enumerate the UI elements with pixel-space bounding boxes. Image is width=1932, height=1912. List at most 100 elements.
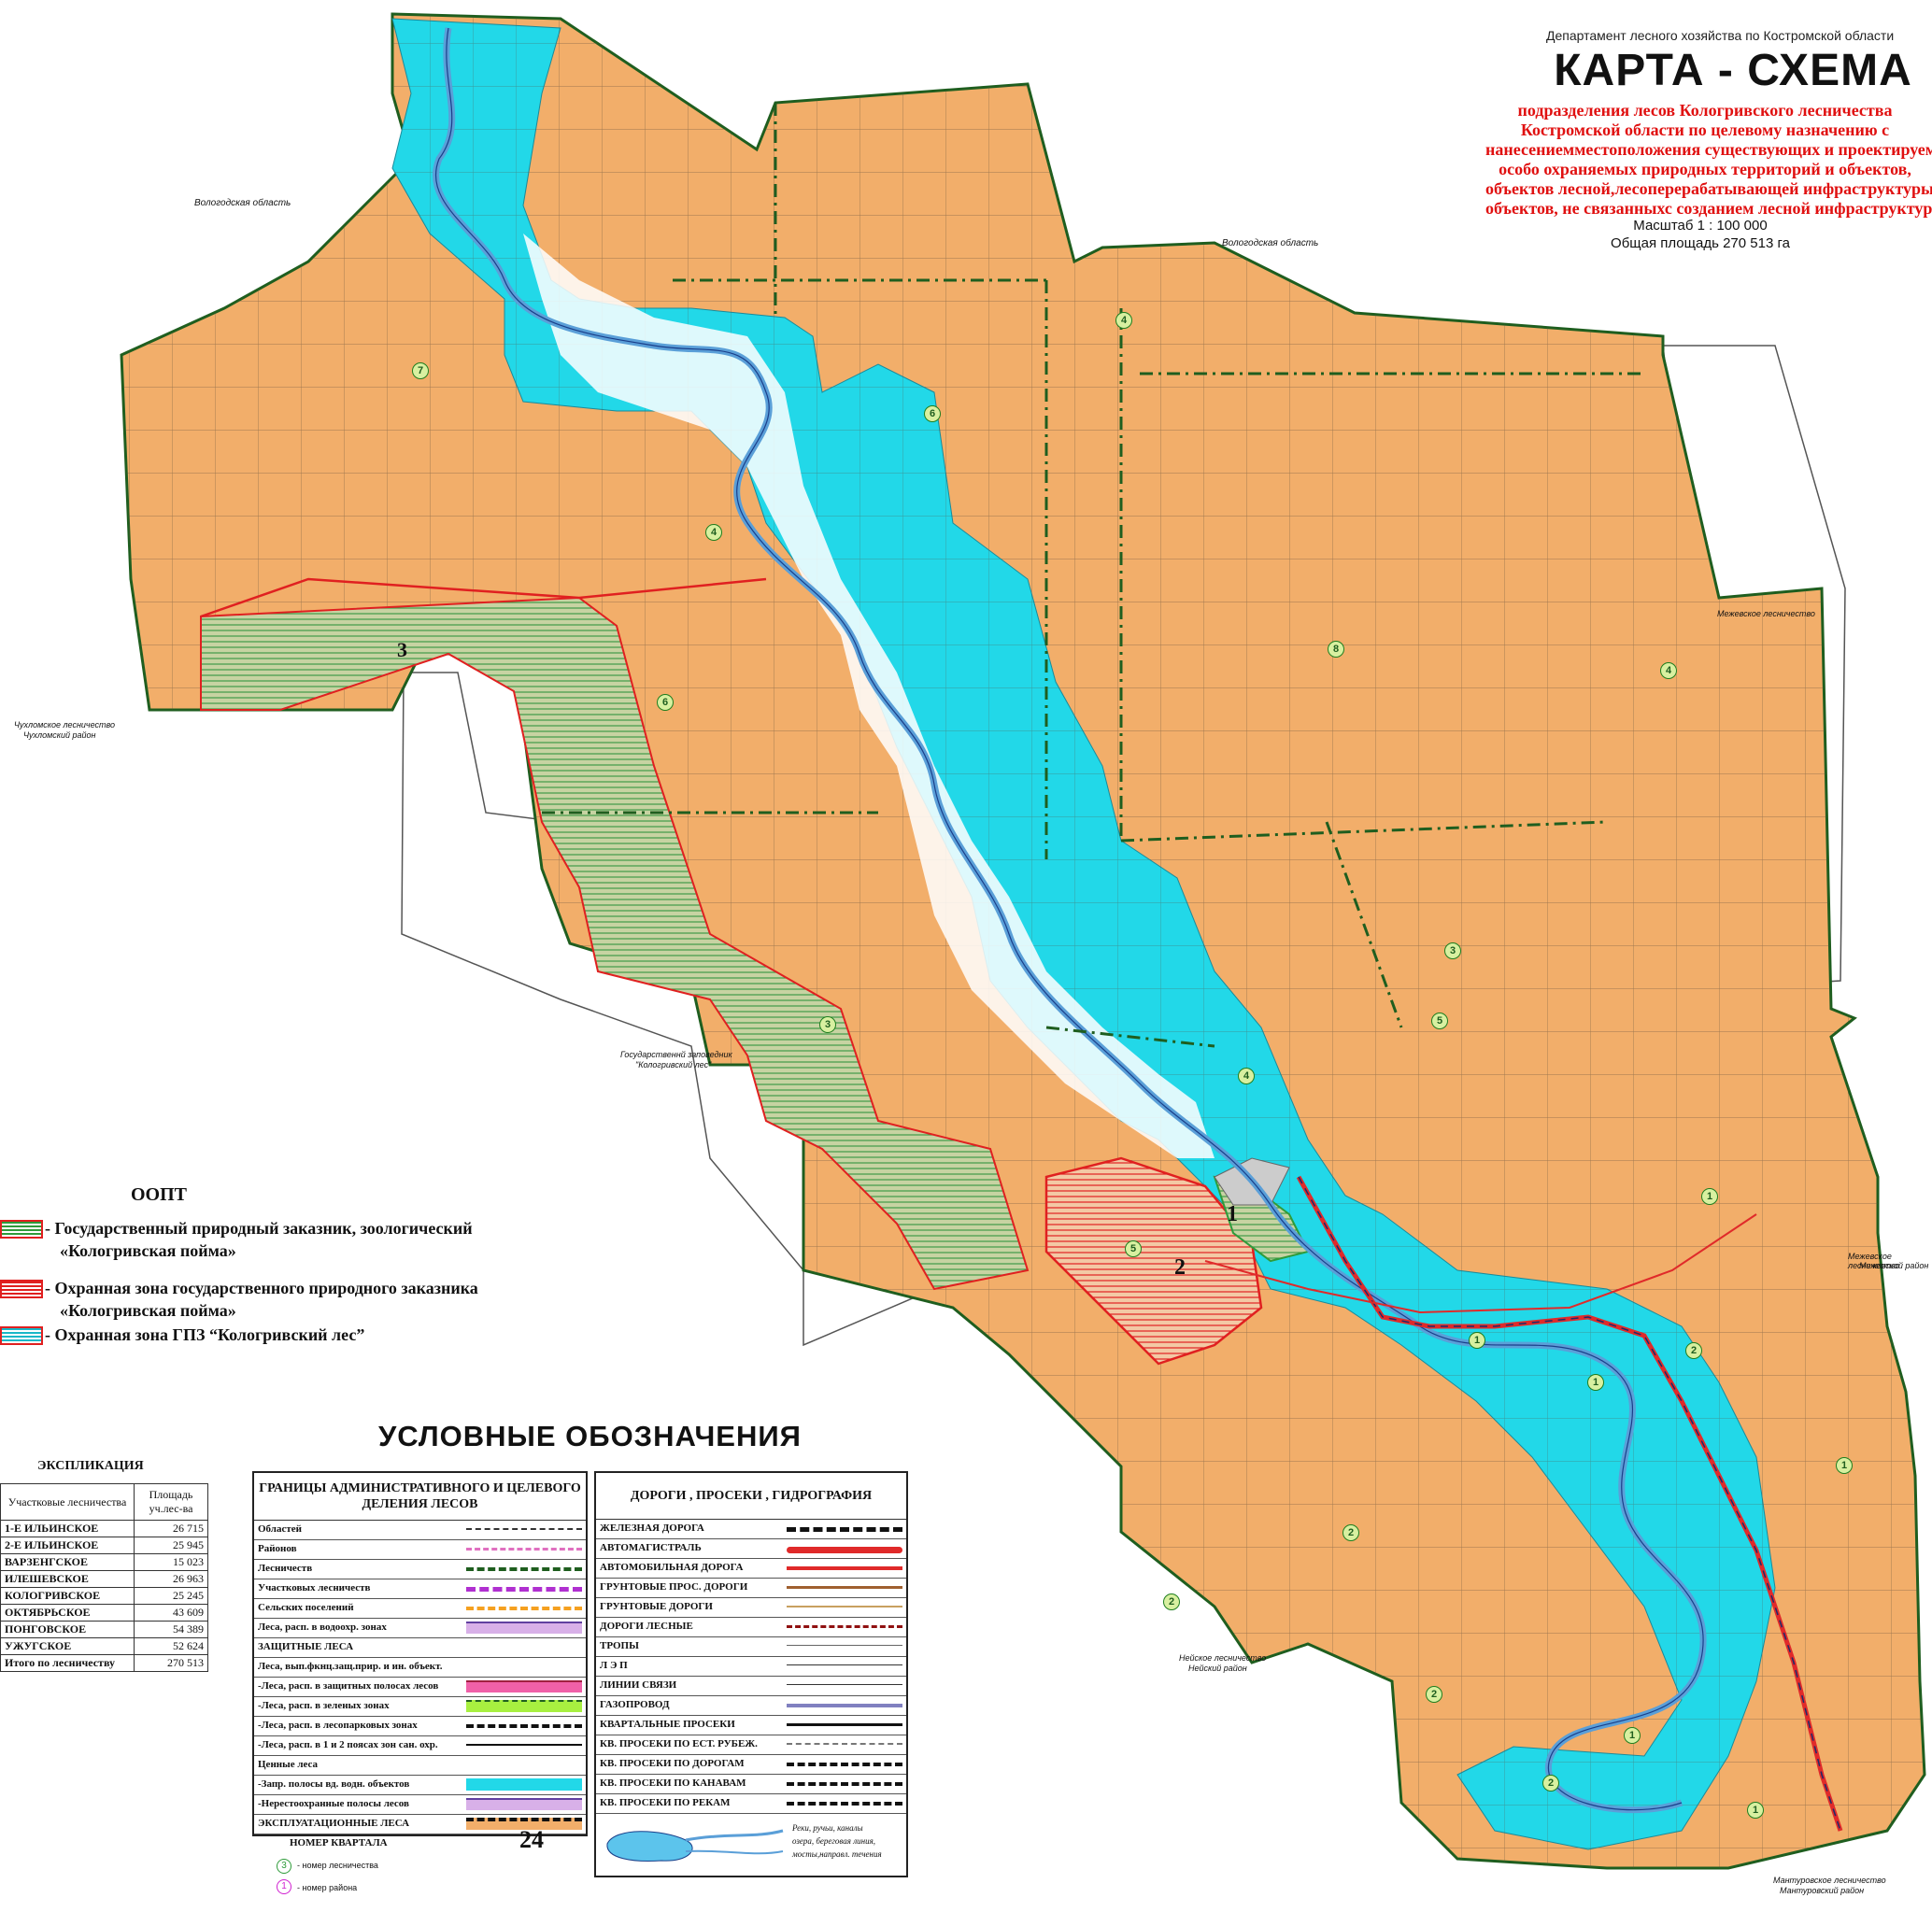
legend-line-sample xyxy=(787,1621,902,1633)
hydro-text-1: Реки, ручьи, каналы xyxy=(792,1823,863,1833)
legend-row-label: КВ. ПРОСЕКИ ПО КАНАВАМ xyxy=(600,1777,746,1789)
legend-row-label: АВТОМАГИСТРАЛЬ xyxy=(600,1542,702,1553)
label-chukhloma-2: Чухломский район xyxy=(23,730,96,740)
zone-2-label: 2 xyxy=(1174,1255,1186,1280)
legend-swatch xyxy=(0,1326,43,1345)
legend-row: ЭКСПЛУАТАЦИОННЫЕ ЛЕСА xyxy=(254,1815,586,1834)
legend-row-label: ТРОПЫ xyxy=(600,1640,639,1651)
legend-roads: ДОРОГИ , ПРОСЕКИ , ГИДРОГРАФИЯ ЖЕЛЕЗНАЯ … xyxy=(594,1471,908,1877)
legend-row-label: -Леса, расп. в защитных полосах лесов xyxy=(258,1680,439,1692)
legend-line-sample xyxy=(466,1739,582,1751)
zakaznik-buffer-zone-2 xyxy=(1044,1156,1263,1366)
oopt-item-text: - Охранная зона ГПЗ “Кологривский лес” xyxy=(45,1325,365,1344)
legend-row: -Нерестоохранные полосы лесов xyxy=(254,1795,586,1815)
forestry-area-cell: 15 023 xyxy=(134,1553,208,1571)
legend-line-sample xyxy=(787,1581,902,1593)
forestry-number-marker: 2 xyxy=(1542,1775,1559,1792)
forestry-name-cell: ИЛЕШЕВСКОЕ xyxy=(0,1570,135,1588)
forestry-name-cell: УЖУГСКОЕ xyxy=(0,1637,135,1655)
forestry-area-cell: 26 715 xyxy=(134,1520,208,1537)
forestry-number-marker: 1 xyxy=(1624,1727,1641,1744)
kvartal-label: НОМЕР КВАРТАЛА xyxy=(290,1837,388,1848)
forestry-number-marker: 1 xyxy=(1469,1332,1485,1349)
legend-row: АВТОМАГИСТРАЛЬ xyxy=(596,1539,906,1559)
forestry-area-cell: 26 963 xyxy=(134,1570,208,1588)
legend-row-label: ГРУНТОВЫЕ ПРОС. ДОРОГИ xyxy=(600,1581,748,1593)
forestry-number-marker: 5 xyxy=(1431,1013,1448,1029)
legend-row-label: Районов xyxy=(258,1543,297,1554)
legend-row: ТРОПЫ xyxy=(596,1637,906,1657)
forestry-number-marker: 6 xyxy=(924,405,941,422)
forestry-name-cell: КОЛОГРИВСКОЕ xyxy=(0,1587,135,1605)
total-area: Общая площадь 270 513 га xyxy=(1611,235,1790,251)
district-number-label: - номер района xyxy=(297,1883,358,1892)
legend-row-label: Лесничеств xyxy=(258,1563,313,1574)
legend-row: ЗАЩИТНЫЕ ЛЕСА xyxy=(254,1638,586,1658)
legend-boundaries: ГРАНИЦЫ АДМИНИСТРАТИВНОГО И ЦЕЛЕВОГО ДЕЛ… xyxy=(252,1471,588,1836)
subtitle-line: подразделения лесов Кологривского леснич… xyxy=(1517,101,1893,120)
label-manturovo-2: Мантуровский район xyxy=(1780,1886,1865,1895)
label-vologda-2: Вологодская область xyxy=(1222,238,1319,248)
page-title: КАРТА - СХЕМА xyxy=(1554,46,1912,95)
forestry-number-marker: 1 xyxy=(1836,1457,1853,1474)
label-neya-2: Нейский район xyxy=(1188,1664,1247,1673)
legend-row: ГАЗОПРОВОД xyxy=(596,1696,906,1716)
department-name: Департамент лесного хозяйства по Костром… xyxy=(1546,28,1895,43)
subtitle-line: нанесениемместоположения существующих и … xyxy=(1485,140,1932,159)
subtitle-line: объектов, не связанныхс созданием лесной… xyxy=(1485,199,1932,218)
legend-row: -Леса, расп. в 1 и 2 поясах зон сан. охр… xyxy=(254,1736,586,1756)
legend-row-label: КВ. ПРОСЕКИ ПО ЕСТ. РУБЕЖ. xyxy=(600,1738,758,1749)
page-subtitle: подразделения лесов Кологривского леснич… xyxy=(1485,101,1932,219)
legend-line-sample xyxy=(787,1679,902,1692)
hydro-text-3: мосты,направл. течения xyxy=(792,1849,882,1859)
forestry-area-cell: 25 945 xyxy=(134,1537,208,1554)
forestry-boundary xyxy=(542,103,1644,1048)
legend-row: Участковых лесничеств xyxy=(254,1579,586,1599)
legend-line-sample xyxy=(466,1798,582,1810)
legend-row-label: -Леса, расп. в лесопарковых зонах xyxy=(258,1720,418,1731)
legend-line-sample xyxy=(466,1563,582,1575)
forestry-number-marker: 7 xyxy=(412,362,429,379)
label-mezha-1: Межевское лесничество xyxy=(1717,609,1815,618)
district-number-icon: 1 xyxy=(277,1879,291,1894)
forestry-number-marker: 8 xyxy=(1328,641,1344,658)
explication-title: ЭКСПЛИКАЦИЯ xyxy=(37,1459,144,1473)
legend-row: Ценные леса xyxy=(254,1756,586,1776)
legend-swatch xyxy=(0,1280,43,1298)
legend-line-sample xyxy=(787,1719,902,1731)
legend-row-label: ЗАЩИТНЫЕ ЛЕСА xyxy=(258,1641,354,1652)
legend-line-sample xyxy=(787,1777,902,1790)
legend-line-sample xyxy=(787,1758,902,1770)
forestry-number-marker: 4 xyxy=(705,524,722,541)
legend-title: УСЛОВНЫЕ ОБОЗНАЧЕНИЯ xyxy=(378,1420,802,1452)
legend-line-sample xyxy=(787,1523,902,1535)
legend-row-label: АВТОМОБИЛЬНАЯ ДОРОГА xyxy=(600,1562,744,1573)
label-reserve-1: Государственнй заповедник xyxy=(620,1050,732,1059)
legend-row: Лесничеств xyxy=(254,1560,586,1579)
legend-row: ГРУНТОВЫЕ ПРОС. ДОРОГИ xyxy=(596,1579,906,1598)
label-neya-1: Нейское лесничество xyxy=(1179,1653,1267,1663)
river-bank xyxy=(434,27,1704,1811)
legend-row: КВ. ПРОСЕКИ ПО ДОРОГАМ xyxy=(596,1755,906,1775)
oopt-item-text-2: «Кологривская пойма» xyxy=(60,1241,236,1260)
legend-roads-head: ДОРОГИ , ПРОСЕКИ , ГИДРОГРАФИЯ xyxy=(596,1473,906,1520)
legend-line-sample xyxy=(466,1523,582,1536)
oopt-title: ООПТ xyxy=(131,1184,188,1205)
forestry-number-icon: 3 xyxy=(277,1859,291,1874)
legend-line-sample xyxy=(787,1738,902,1750)
forestry-number-marker: 6 xyxy=(657,694,674,711)
legend-row: Леса, расп. в водоохр. зонах xyxy=(254,1619,586,1638)
forestry-number-marker: 2 xyxy=(1163,1593,1180,1610)
road-secondary xyxy=(1204,1213,1757,1314)
legend-row-label: ЛИНИИ СВЯЗИ xyxy=(600,1679,677,1691)
legend-row: -Леса, расп. в зеленых зонах xyxy=(254,1697,586,1717)
legend-row: -Леса, расп. в защитных полосах лесов xyxy=(254,1678,586,1697)
legend-row: ГРУНТОВЫЕ ДОРОГИ xyxy=(596,1598,906,1618)
legend-line-sample xyxy=(466,1641,582,1653)
legend-line-sample xyxy=(466,1543,582,1555)
